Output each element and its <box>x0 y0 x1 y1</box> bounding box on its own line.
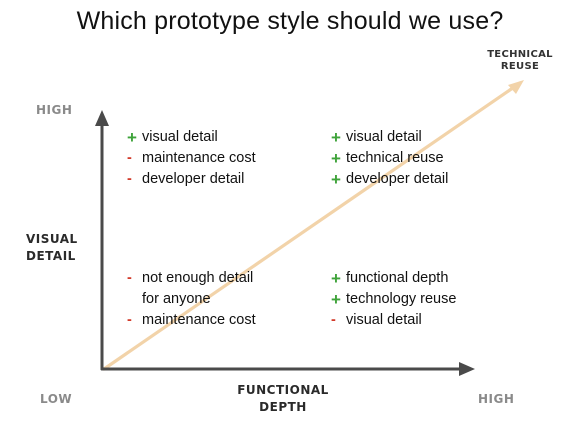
y-axis-title-line-1: VISUAL <box>26 232 78 246</box>
item-text: developer detail <box>346 171 449 187</box>
minus-sign: - <box>331 312 336 328</box>
diagonal-label-line-1: TECHNICAL <box>487 49 553 60</box>
item-text: maintenance cost <box>142 150 256 166</box>
x-axis-title: FUNCTIONAL DEPTH <box>226 382 340 416</box>
list-item: - not enough detail <box>127 268 256 289</box>
x-axis-arrow-head <box>459 362 475 376</box>
list-item: + visual detail <box>127 127 256 148</box>
quadrant-bottom-left: - not enough detail for anyone - mainten… <box>127 268 256 331</box>
list-item: + visual detail <box>331 127 448 148</box>
x-axis-high-label: HIGH <box>478 392 515 406</box>
item-text: visual detail <box>346 312 422 328</box>
quadrant-top-left: + visual detail - maintenance cost - dev… <box>127 127 256 190</box>
plus-sign: + <box>127 128 137 147</box>
list-item: + technology reuse <box>331 289 456 310</box>
y-axis-high-label: HIGH <box>36 103 73 117</box>
item-text: for anyone <box>142 291 211 307</box>
item-text: visual detail <box>346 129 422 145</box>
item-text: developer detail <box>142 171 245 187</box>
x-axis-title-line-1: FUNCTIONAL <box>237 383 329 397</box>
list-item: + functional depth <box>331 268 456 289</box>
plus-sign: + <box>331 149 341 168</box>
diagonal-arrow-head <box>508 80 524 94</box>
item-text: not enough detail <box>142 270 254 286</box>
item-text: maintenance cost <box>142 312 256 328</box>
x-axis-low-label: LOW <box>40 392 73 406</box>
diagonal-arrow-line <box>102 81 522 371</box>
minus-sign: - <box>127 312 132 328</box>
plus-sign: + <box>331 269 341 288</box>
item-text: visual detail <box>142 129 218 145</box>
slide-title: Which prototype style should we use? <box>76 7 504 35</box>
minus-sign: - <box>127 270 132 286</box>
plus-sign: + <box>331 128 341 147</box>
list-item: - maintenance cost <box>127 148 256 169</box>
plus-sign: + <box>331 290 341 309</box>
list-item: + developer detail <box>331 169 448 190</box>
y-axis-title: VISUAL DETAIL <box>26 231 78 265</box>
item-text: technology reuse <box>346 291 457 307</box>
plus-sign: + <box>331 170 341 189</box>
y-axis-title-line-2: DETAIL <box>26 249 76 263</box>
diagonal-label: TECHNICAL REUSE <box>478 49 562 73</box>
list-item: - developer detail <box>127 169 256 190</box>
list-item: - maintenance cost <box>127 310 256 331</box>
list-item-continuation: for anyone <box>127 289 256 310</box>
quadrant-top-right: + visual detail + technical reuse + deve… <box>331 127 448 190</box>
x-axis-title-line-2: DEPTH <box>259 400 307 414</box>
item-text: functional depth <box>346 270 449 286</box>
diagonal-label-line-2: REUSE <box>500 61 540 72</box>
minus-sign: - <box>127 171 132 187</box>
list-item: + technical reuse <box>331 148 448 169</box>
minus-sign: - <box>127 150 132 166</box>
list-item: - visual detail <box>331 310 456 331</box>
item-text: technical reuse <box>346 150 444 166</box>
quadrant-bottom-right: + functional depth + technology reuse - … <box>331 268 456 331</box>
y-axis-arrow-head <box>95 110 109 126</box>
